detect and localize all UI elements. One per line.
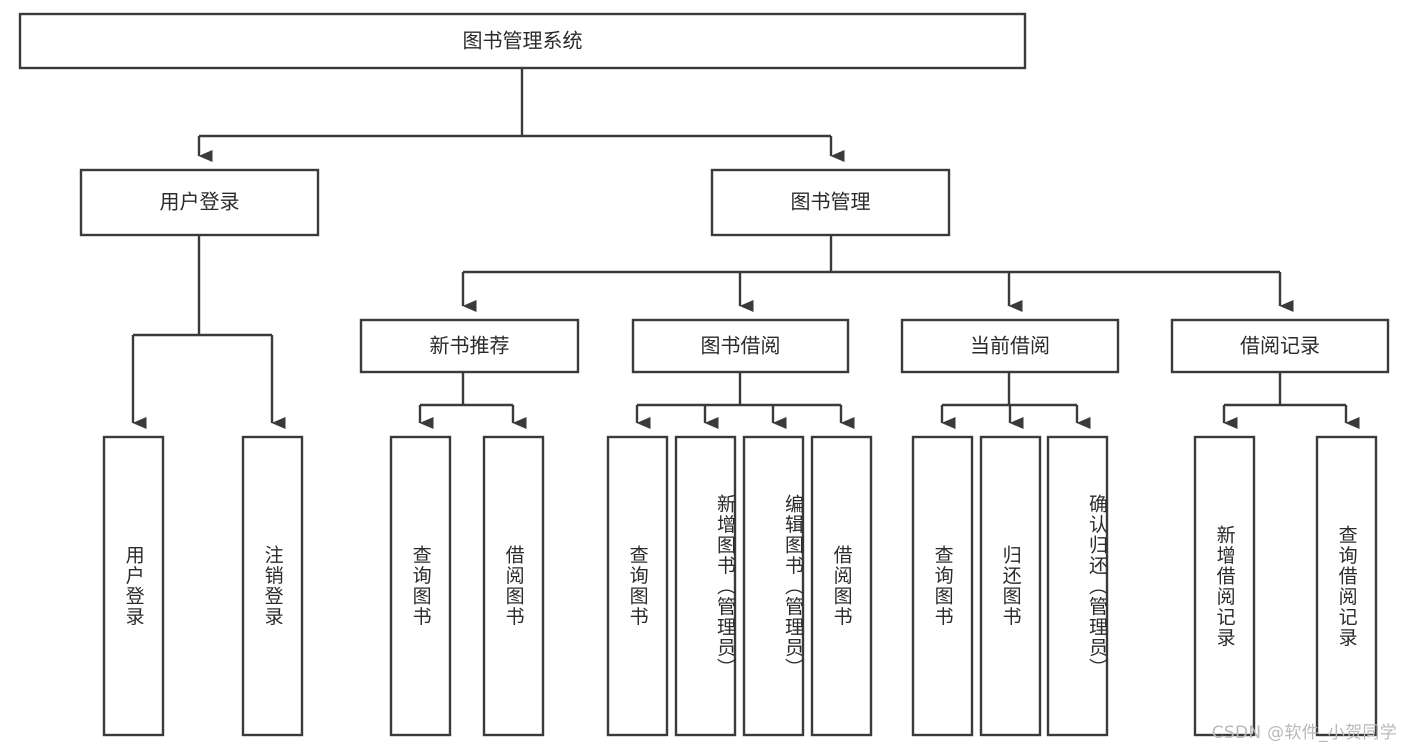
node-leaf-borrow-book-new-rect[interactable]	[482, 435, 545, 737]
connector-bookborrow-to-leaves	[635, 372, 855, 429]
connector-newbook-to-leaves	[418, 372, 527, 429]
node-book-management[interactable]: 图书管理	[710, 168, 951, 237]
node-current-borrow-rect[interactable]	[900, 318, 1120, 374]
node-leaf-query-borrow-record-rect[interactable]	[1315, 435, 1378, 737]
connector-borrowrecord-to-leaves	[1222, 372, 1360, 429]
node-borrow-record-label: 借阅记录	[1240, 334, 1320, 358]
node-user-login-rect[interactable]	[79, 168, 320, 237]
node-leaf-return-book-rect[interactable]	[979, 435, 1042, 737]
node-borrow-record-rect[interactable]	[1170, 318, 1390, 374]
node-new-book-recommend[interactable]: 新书推荐	[359, 318, 580, 374]
node-user-login-label: 用户登录	[160, 190, 240, 214]
node-new-book-recommend-label: 新书推荐	[430, 334, 510, 358]
node-new-book-recommend-rect[interactable]	[359, 318, 580, 374]
node-root[interactable]: 图书管理系统	[18, 12, 1027, 70]
node-leaf-add-borrow-record-rect[interactable]	[1193, 435, 1256, 737]
csdn-watermark: CSDN @软件_小贺同学	[1211, 723, 1397, 743]
node-book-borrow-label: 图书借阅	[701, 334, 781, 358]
node-borrow-record[interactable]: 借阅记录	[1170, 318, 1390, 374]
node-leaf-query-book-borrow-rect[interactable]	[606, 435, 669, 737]
node-book-management-label: 图书管理	[791, 190, 871, 214]
node-leaf-query-book-current-rect[interactable]	[911, 435, 974, 737]
node-root-rect[interactable]	[18, 12, 1027, 70]
leaf-boxes	[102, 435, 1378, 737]
node-leaf-edit-book-admin-rect[interactable]	[742, 435, 805, 737]
node-current-borrow-label: 当前借阅	[970, 334, 1050, 358]
node-leaf-confirm-return-admin-rect[interactable]	[1046, 435, 1109, 737]
node-leaf-add-book-admin-rect[interactable]	[674, 435, 737, 737]
connector-currentborrow-to-leaves	[940, 372, 1091, 429]
node-current-borrow[interactable]: 当前借阅	[900, 318, 1120, 374]
node-root-label: 图书管理系统	[463, 29, 583, 53]
node-book-borrow[interactable]: 图书借阅	[631, 318, 850, 374]
node-leaf-borrow-book-rect[interactable]	[810, 435, 873, 737]
connector-root-to-level2	[197, 68, 845, 162]
node-leaf-user-login-rect[interactable]	[102, 435, 165, 737]
node-leaf-logout-rect[interactable]	[241, 435, 304, 737]
node-book-borrow-rect[interactable]	[631, 318, 850, 374]
connector-userlogin-to-leaves	[131, 235, 286, 429]
node-leaf-query-book-new-rect[interactable]	[389, 435, 452, 737]
connector-bookmgmt-to-level3	[461, 235, 1294, 312]
node-book-management-rect[interactable]	[710, 168, 951, 237]
node-user-login[interactable]: 用户登录	[79, 168, 320, 237]
